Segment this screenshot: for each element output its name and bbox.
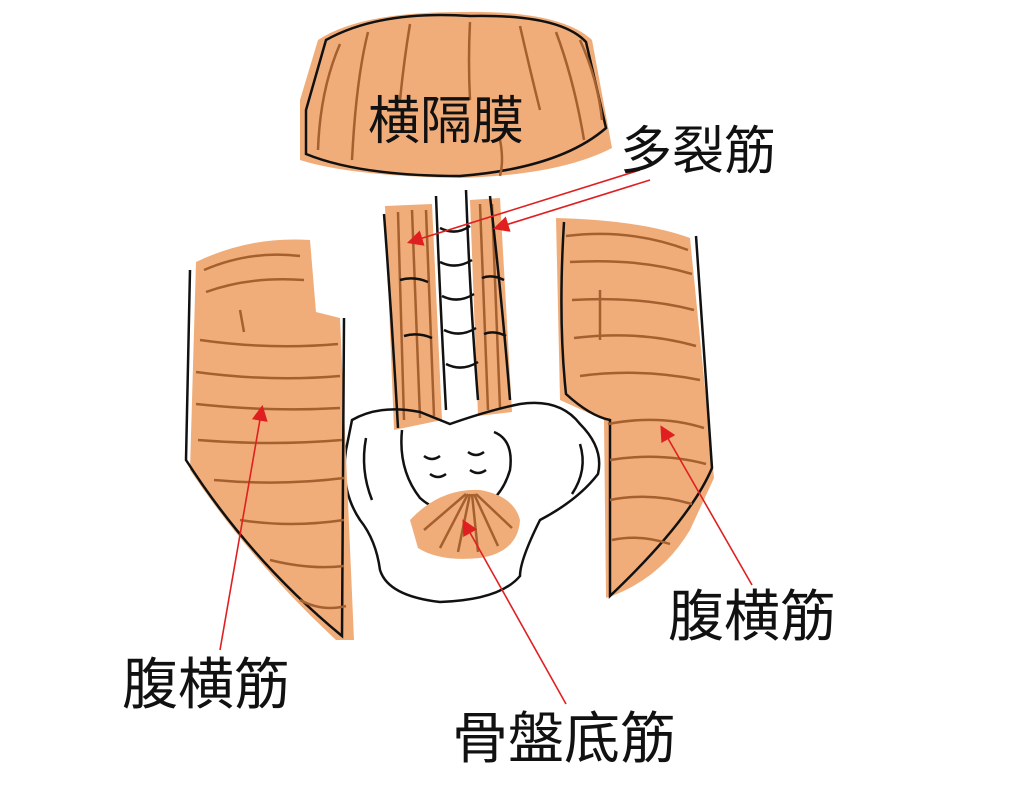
diaphragm-fill (300, 11, 612, 178)
diaphragm-muscle (300, 11, 612, 178)
transversus-left-label: 腹横筋 (122, 653, 290, 718)
ta-right-fill (556, 218, 714, 598)
ta-left-fill (190, 239, 354, 640)
arrow-multifidus-left (406, 169, 641, 246)
arrow-ta-left (219, 404, 268, 651)
multifidus-fibers (396, 203, 502, 421)
arrow-pelvic-floor (462, 519, 567, 705)
arrow-multifidus-right (492, 179, 651, 232)
diaphragm-label: 横隔膜 (368, 92, 525, 152)
ta-left-outline (184, 269, 346, 639)
pointer-arrows (219, 169, 753, 705)
transversus-right-label: 腹横筋 (668, 585, 836, 650)
diaphragm-outline (304, 13, 608, 178)
spine (382, 189, 512, 429)
transversus-abdominis-left (184, 239, 354, 640)
multifidus-muscle (385, 198, 512, 430)
ta-right-outline (560, 221, 714, 599)
multifidus-right-fill (470, 198, 512, 416)
ta-right-fibers (565, 232, 707, 546)
pelvic-floor-label: 骨盤底筋 (452, 707, 676, 772)
ta-left-fibers (195, 253, 347, 610)
multifidus-label: 多裂筋 (620, 122, 777, 182)
transversus-abdominis-right (556, 218, 714, 599)
diaphragm-fibers (316, 21, 604, 177)
arrow-ta-right (660, 425, 753, 586)
